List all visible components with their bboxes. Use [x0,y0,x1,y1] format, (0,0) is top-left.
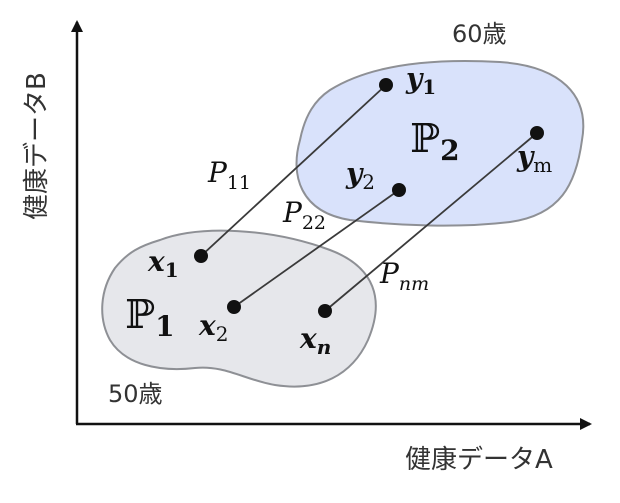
y-axis-label: 健康データB [22,72,52,220]
label-pnm: Pnm [379,257,429,295]
point-ym [530,126,544,140]
label-y2: y2 [345,157,375,194]
label-ym: ym [516,140,552,177]
point-xn [318,304,332,318]
x-axis-label: 健康データA [405,445,553,475]
label-p11: P11 [207,156,251,194]
label-xn: xn [299,322,331,359]
coupling-line-x2-y2 [233,189,400,308]
coupling-line-xn-ym [324,132,538,312]
label-y1: y1 [405,62,436,99]
point-x2 [227,300,241,314]
age-label-60: 60歳 [452,20,507,48]
label-x2: x2 [198,309,228,346]
coupling-line-x1-y1 [200,84,387,257]
point-x1 [194,249,208,263]
point-y2 [392,183,406,197]
point-y1 [379,78,393,92]
label-x1: x1 [147,245,179,282]
label-p22: P22 [282,196,326,234]
age-label-50: 50歳 [108,380,163,408]
p2-symbol: ℙ2 [410,116,460,167]
p1-symbol: ℙ1 [125,292,175,343]
